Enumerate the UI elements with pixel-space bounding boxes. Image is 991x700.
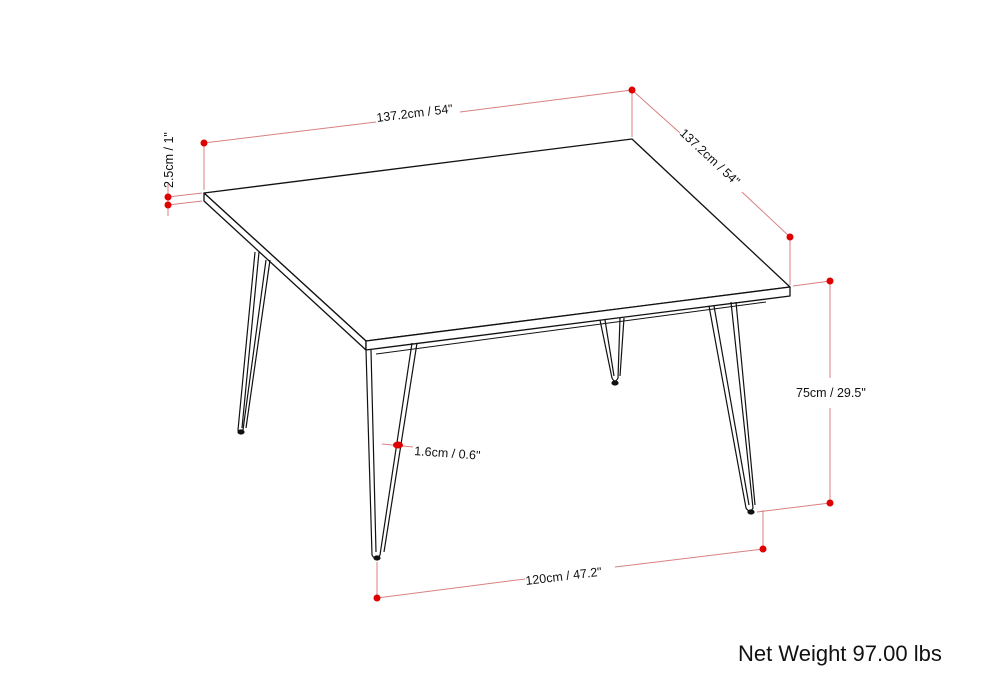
net-weight-label: Net Weight 97.00 lbs — [738, 641, 942, 666]
dimension-lines — [167, 89, 831, 599]
leg-diameter-label: 1.6cm / 0.6" — [414, 444, 481, 463]
leg-back-left — [237, 251, 271, 435]
height-label: 75cm / 29.5" — [796, 386, 866, 400]
table-top — [203, 138, 791, 355]
leg-back-right — [599, 317, 625, 386]
depth-label: 137.2cm / 54" — [677, 126, 743, 189]
dimension-endpoints — [164, 86, 834, 602]
width-label: 137.2cm / 54" — [376, 102, 454, 125]
leg-span-label: 120cm / 47.2" — [525, 565, 603, 588]
leg-front-right — [708, 301, 756, 515]
leg-front-left — [365, 342, 418, 561]
top-thickness-label: 2.5cm / 1" — [162, 132, 176, 188]
hairpin-legs — [237, 251, 756, 561]
